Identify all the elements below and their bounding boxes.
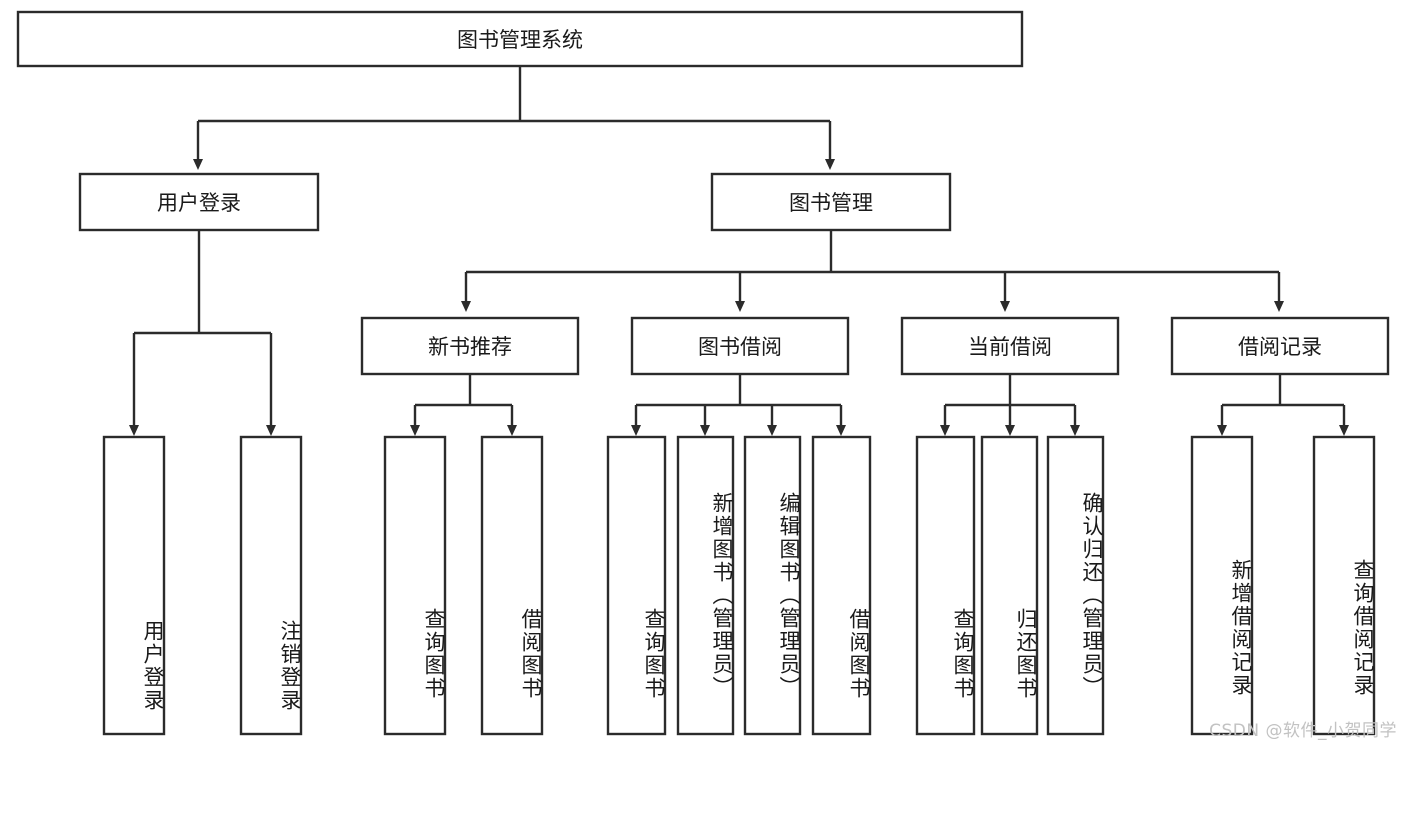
leaf-box-borrow-1[interactable] [606, 435, 667, 736]
leaf-box-user-login-2[interactable] [239, 435, 303, 736]
diagram-canvas: 图书管理系统 用户登录 图书管理 新书推荐 图书借阅 当前借阅 借阅记录 [16, 10, 1397, 741]
node-user-login-label: 用户登录 [157, 191, 241, 215]
leaf-box-user-login-1[interactable] [102, 435, 166, 736]
csdn-watermark: CSDN @软件_小贺同学 [1209, 721, 1397, 741]
leaf-box-borrow-4[interactable] [811, 435, 872, 736]
node-book-manage-label: 图书管理 [789, 191, 873, 215]
node-new-book-recommend-box[interactable] [360, 316, 580, 376]
leaf-box-recommend-1[interactable] [383, 435, 447, 736]
leaf-box-record-2[interactable] [1312, 435, 1376, 736]
node-book-borrow-label: 图书借阅 [698, 335, 782, 359]
leaf-box-recommend-2[interactable] [480, 435, 544, 736]
node-new-book-recommend-label: 新书推荐 [428, 335, 512, 359]
node-root-label: 图书管理系统 [457, 28, 583, 52]
leaf-box-borrow-2[interactable] [676, 435, 735, 736]
node-book-manage-box[interactable] [710, 172, 952, 232]
leaf-box-borrow-3[interactable] [743, 435, 802, 736]
leaf-box-current-2[interactable] [980, 435, 1039, 736]
tree-svg: 图书管理系统 用户登录 图书管理 新书推荐 图书借阅 当前借阅 借阅记录 [16, 10, 1390, 736]
leaf-box-record-1[interactable] [1190, 435, 1254, 736]
node-borrow-record-label: 借阅记录 [1238, 335, 1322, 359]
node-borrow-record-box[interactable] [1170, 316, 1390, 376]
node-current-borrow-box[interactable] [900, 316, 1120, 376]
node-root-box[interactable] [16, 10, 1024, 68]
node-book-borrow-box[interactable] [630, 316, 850, 376]
leaf-box-current-3[interactable] [1046, 435, 1105, 736]
leaf-box-current-1[interactable] [915, 435, 976, 736]
node-current-borrow-label: 当前借阅 [968, 335, 1052, 359]
